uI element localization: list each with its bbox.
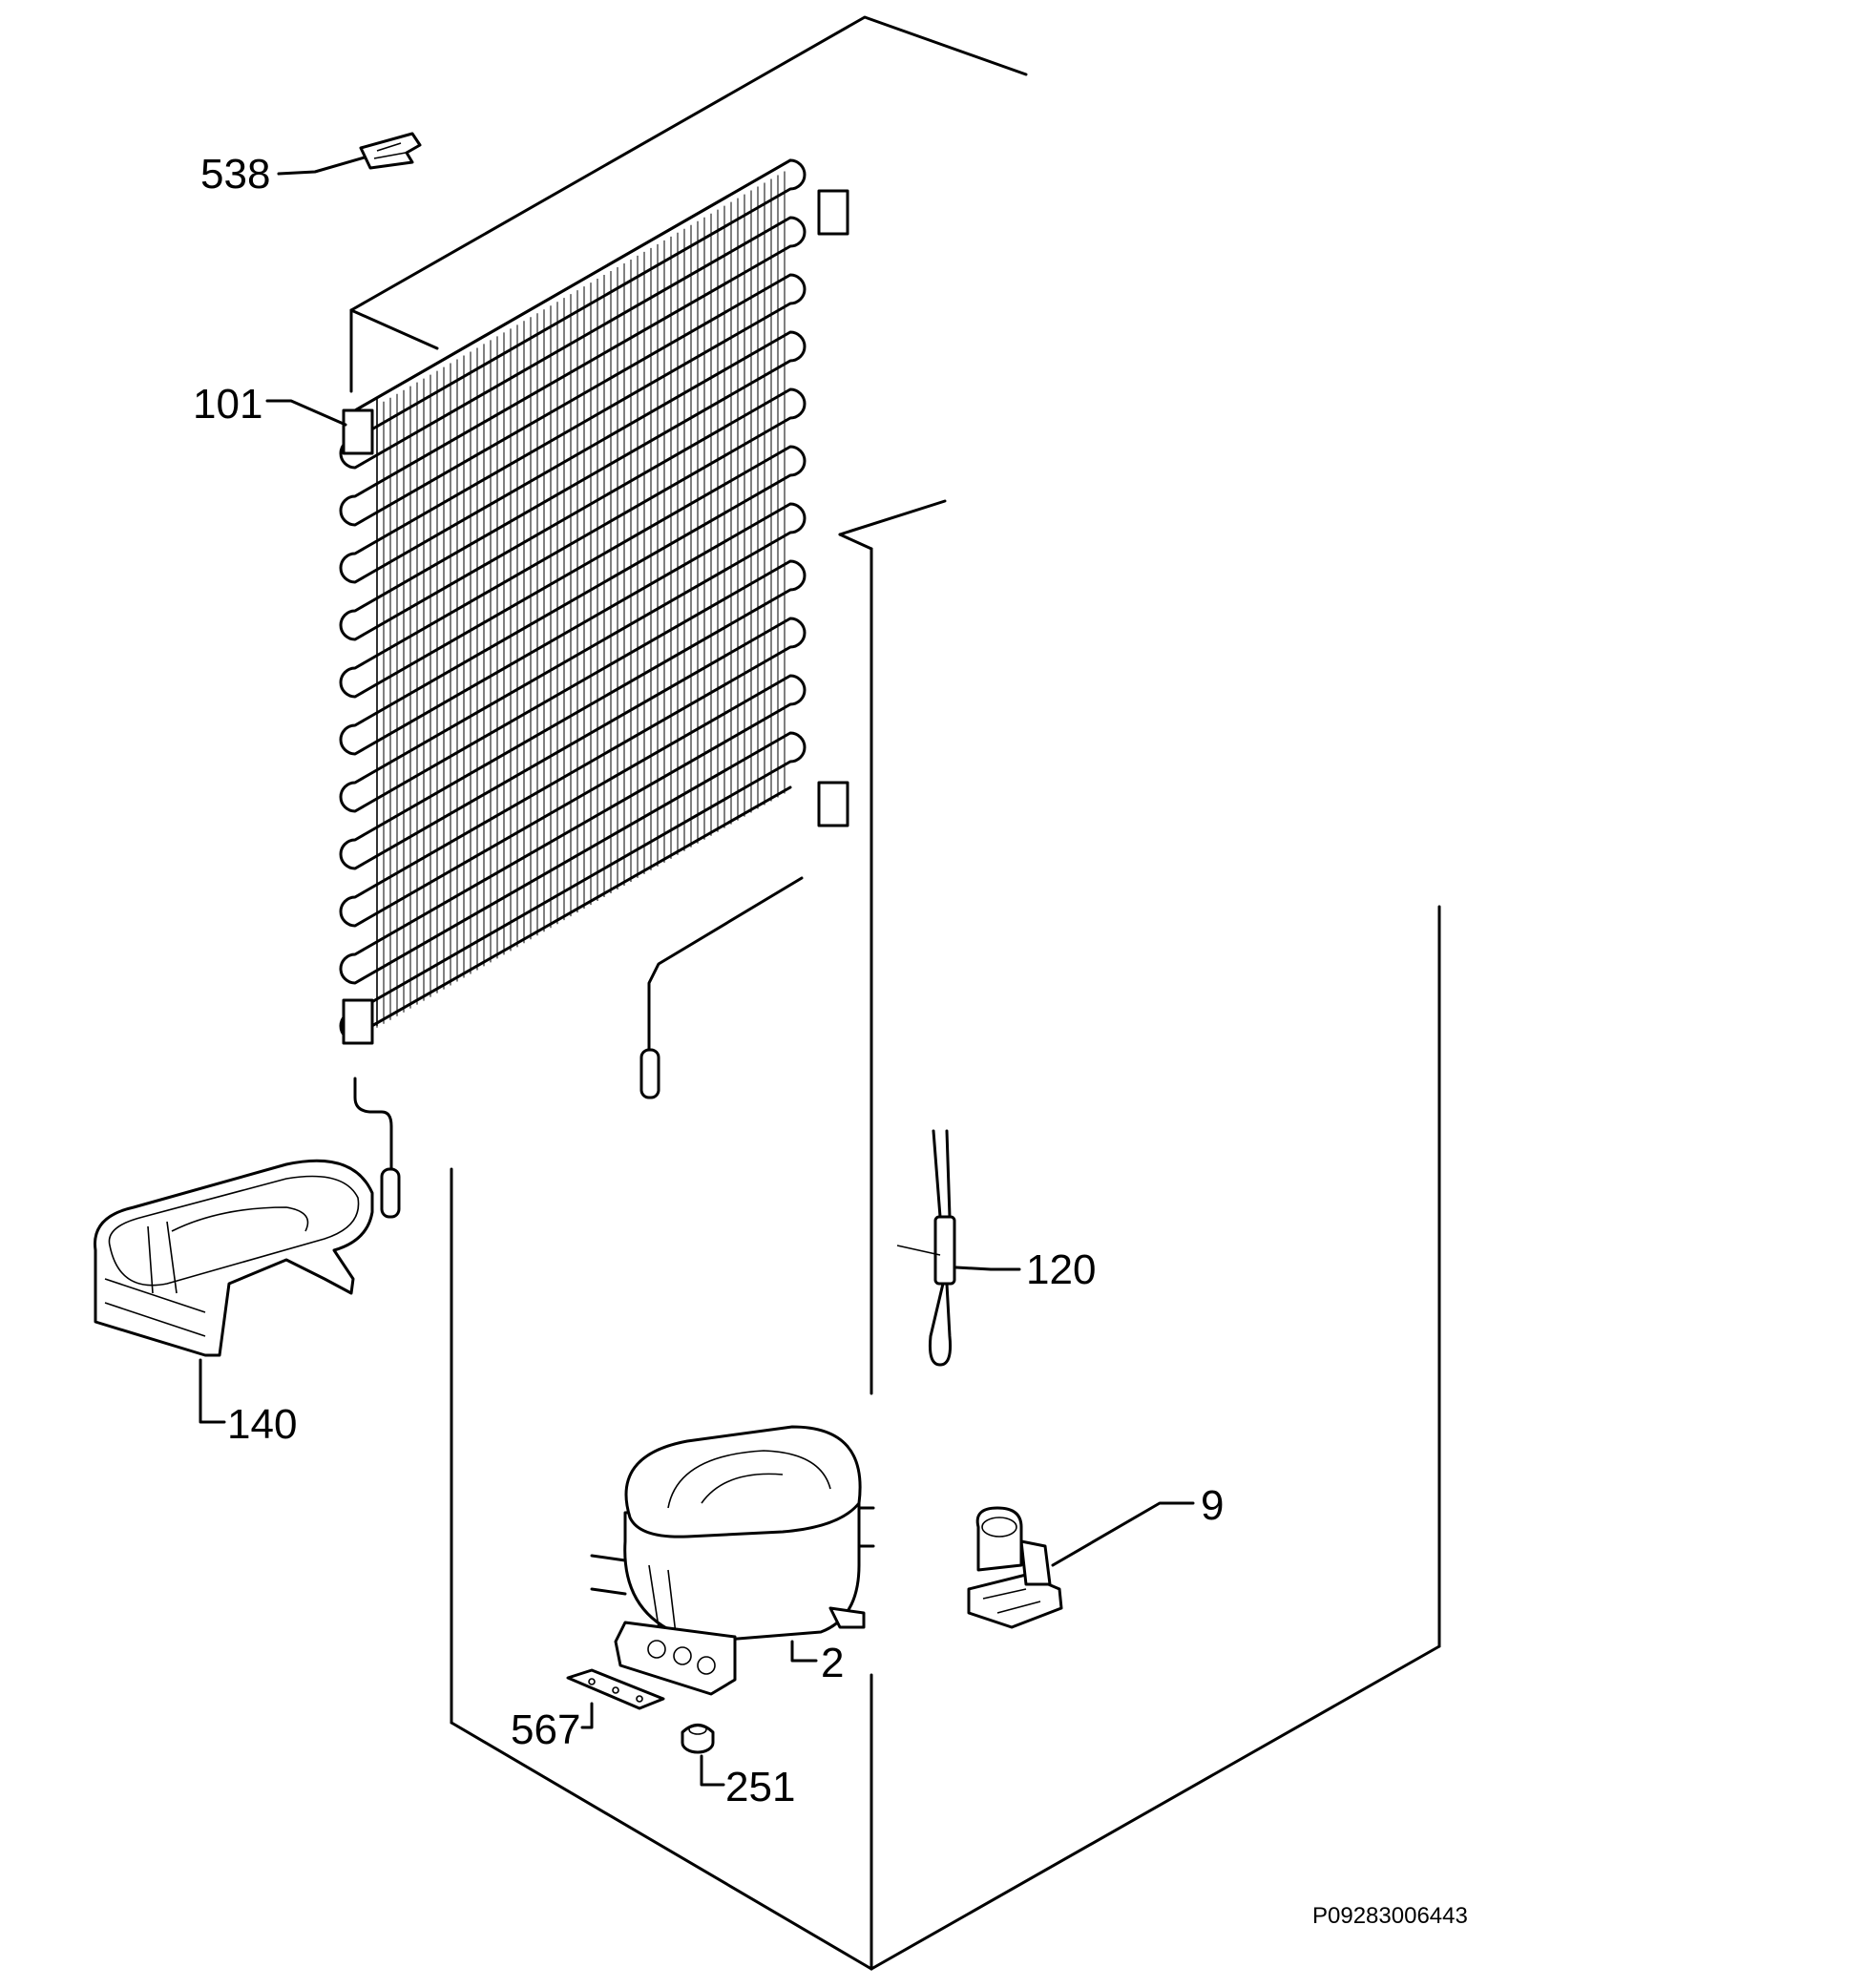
callout-9: 9 bbox=[1201, 1482, 1224, 1529]
condenser-fins bbox=[376, 171, 786, 1028]
callout-567: 567 bbox=[511, 1706, 580, 1753]
bracket-bottom-left bbox=[342, 998, 374, 1045]
bracket-top-right bbox=[817, 189, 849, 236]
part-140-drip-tray[interactable] bbox=[94, 1159, 374, 1357]
callout-2: 2 bbox=[821, 1640, 844, 1686]
bracket-top-left bbox=[342, 408, 374, 455]
callout-140: 140 bbox=[227, 1401, 297, 1448]
callout-labels: 538 101 120 140 9 2 567 251 bbox=[193, 151, 1224, 1810]
drawing-code: P09283006443 bbox=[1312, 1903, 1468, 1929]
callout-538: 538 bbox=[200, 151, 270, 198]
part-120-sensor[interactable] bbox=[896, 1129, 956, 1367]
bracket-mid-right bbox=[817, 781, 849, 827]
part-9-relay[interactable] bbox=[967, 1506, 1063, 1629]
part-2-compressor[interactable] bbox=[590, 1425, 875, 1696]
part-567-plate[interactable] bbox=[566, 1668, 665, 1710]
callout-120: 120 bbox=[1026, 1246, 1096, 1293]
cabinet-outline bbox=[349, 15, 1441, 1971]
part-251-grommet[interactable] bbox=[681, 1724, 715, 1754]
callout-101: 101 bbox=[193, 381, 262, 428]
part-538-clip[interactable] bbox=[359, 132, 422, 170]
part-101-condenser[interactable] bbox=[339, 158, 849, 1219]
callout-251: 251 bbox=[725, 1764, 795, 1810]
leader-lines bbox=[199, 156, 1195, 1787]
condenser-serpentine-tube bbox=[339, 158, 807, 1042]
